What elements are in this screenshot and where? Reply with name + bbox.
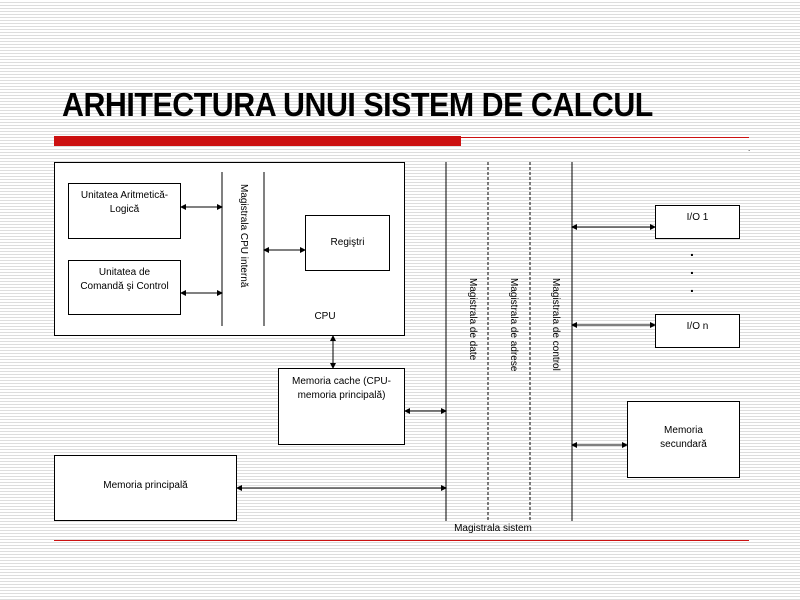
main-memory-label: Memoria principală — [103, 480, 188, 491]
data-bus-label: Magistrala de date — [467, 278, 478, 361]
control-unit-box — [68, 260, 181, 315]
title-accent-bar — [54, 136, 461, 146]
io-1-box — [655, 205, 740, 239]
io-n-box — [655, 314, 740, 348]
slide-title: ARHITECTURA UNUI SISTEM DE CALCUL — [62, 86, 653, 123]
corner-dot: . — [748, 144, 751, 153]
cache-label: Memoria cache (CPU- memoria principală) — [292, 376, 391, 401]
registers-label: Regiştri — [330, 237, 365, 248]
alu-box — [68, 183, 181, 239]
registers-box — [305, 215, 390, 271]
cache-box — [278, 368, 405, 445]
io-1-label: I/O 1 — [686, 212, 709, 223]
secondary-memory-box — [627, 401, 740, 478]
control-bus-label: Magistrala de control — [550, 278, 561, 371]
alu-label: Unitatea Aritmetică- Logică — [80, 190, 169, 215]
secondary-memory-label: Memoria secundară — [660, 425, 707, 450]
cpu-label: CPU — [314, 311, 336, 322]
bottom-rule — [54, 540, 749, 541]
io-ellipsis: . . . — [690, 243, 694, 295]
cpu-internal-bus-label: Magistrala CPU internă — [238, 184, 249, 288]
title-underline — [54, 137, 749, 138]
system-bus-label: Magistrala sistem — [454, 523, 532, 534]
address-bus-label: Magistrala de adrese — [508, 278, 519, 372]
main-memory-box — [54, 455, 237, 521]
io-n-label: I/O n — [686, 321, 709, 332]
control-unit-label: Unitatea de Comandă şi Control — [80, 267, 169, 292]
